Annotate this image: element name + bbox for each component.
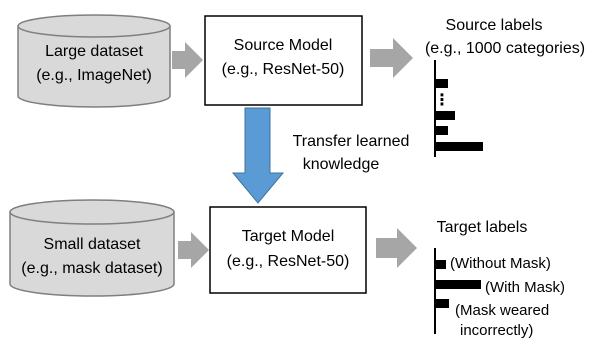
source-label-bar-2 [436,111,455,120]
source-model-title: Source Model [234,37,333,54]
arrow-dataset-to-target-model [178,232,209,268]
target-model-box: Target Model (e.g., ResNet-50) [209,206,367,294]
target-label-bars [436,260,481,308]
source-model-rect [204,15,363,106]
large-dataset-cylinder: Large dataset (e.g., ImageNet) [17,14,171,108]
transfer-knowledge-arrow [231,107,285,204]
large-dataset-example: (e.g., ImageNet) [36,67,152,84]
arrow-target-model-to-labels [376,228,417,268]
small-dataset-cylinder-top [9,199,175,225]
source-model-example: (e.g., ResNet-50) [222,61,345,78]
large-dataset-label: Large dataset [45,43,143,60]
small-dataset-label: Small dataset [44,236,141,253]
source-label-bar-3 [436,126,448,135]
small-dataset-cylinder-body [9,211,175,297]
target-label-bar-2 [436,280,481,289]
target-label-bar-3 [436,299,449,308]
source-label-bar-4 [436,142,483,151]
small-dataset-example: (e.g., mask dataset) [21,260,162,277]
arrow-source-model-to-labels [370,38,413,78]
target-label-without-mask: (Without Mask) [450,255,551,272]
arrow-dataset-to-source-model [172,42,203,78]
small-dataset-cylinder: Small dataset (e.g., mask dataset) [9,199,175,297]
source-labels-subtitle: (e.g., 1000 categories) [425,40,585,57]
target-model-example: (e.g., ResNet-50) [227,253,350,270]
transfer-text-line2: knowledge [303,156,380,173]
large-dataset-cylinder-body [17,25,171,108]
target-label-bar-1 [436,260,446,269]
target-model-title: Target Model [242,228,335,245]
source-model-box: Source Model (e.g., ResNet-50) [204,15,363,106]
source-label-bars [436,79,483,151]
target-labels-title: Target labels [437,219,528,236]
source-labels-ellipsis: ⋮ [434,92,450,109]
target-label-incorrect-line2: incorrectly) [460,322,533,339]
target-label-with-mask: (With Mask) [485,279,565,296]
source-labels-title: Source labels [446,17,543,34]
large-dataset-cylinder-top [17,14,171,38]
source-label-bar-1 [436,79,448,88]
transfer-text-line1: Transfer learned [293,133,410,150]
target-model-rect [209,206,367,294]
target-label-incorrect-line1: (Mask weared [455,302,549,319]
